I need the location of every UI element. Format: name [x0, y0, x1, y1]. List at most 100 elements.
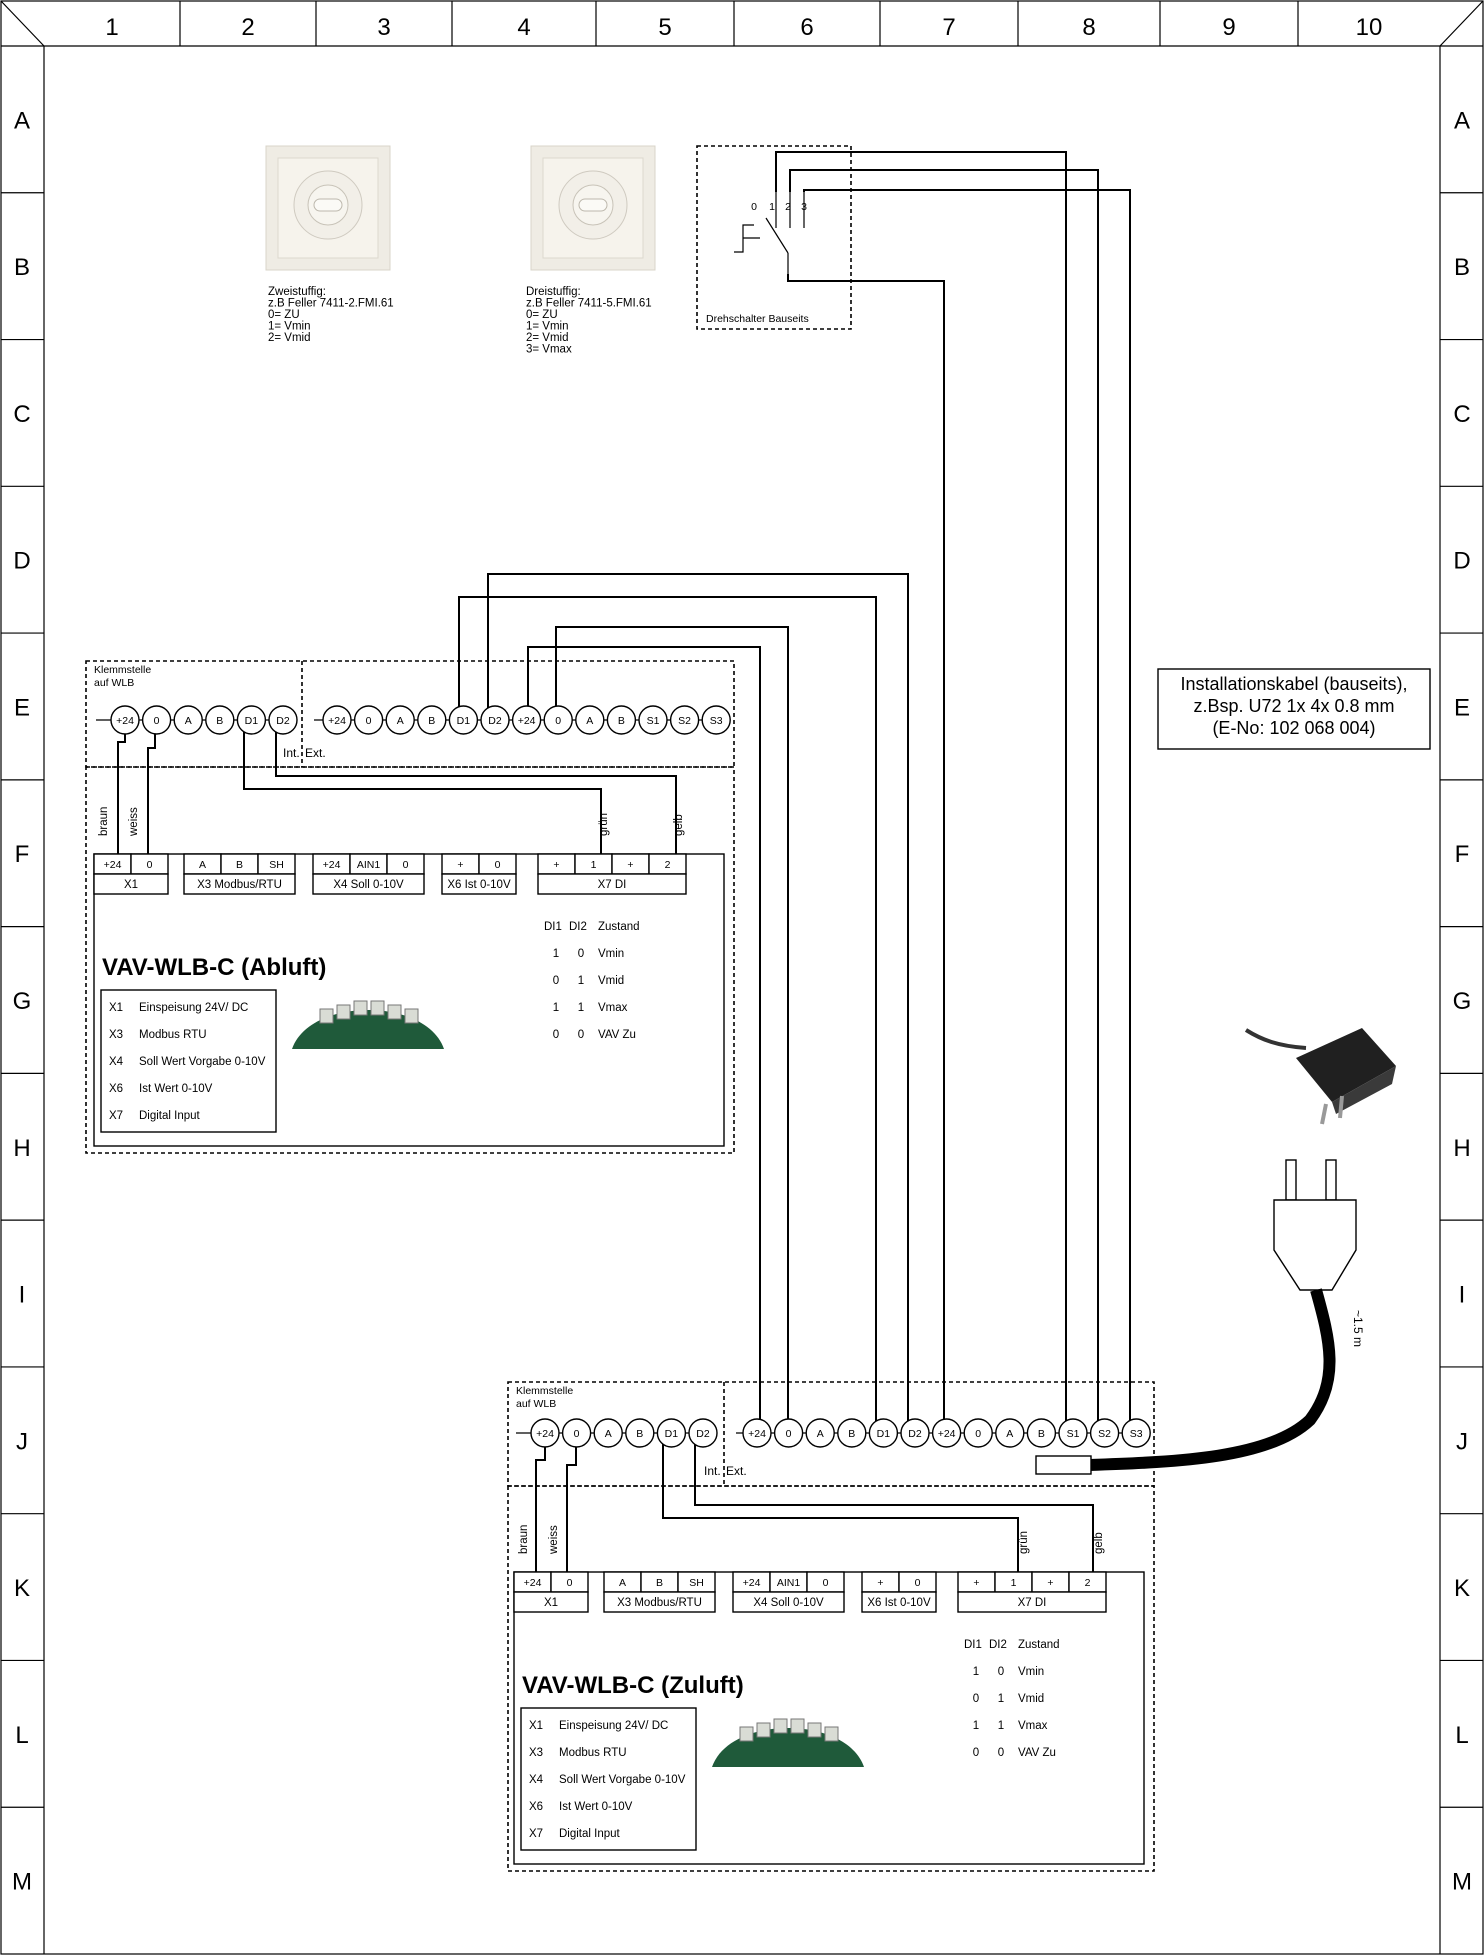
terminal-label: S2 [678, 715, 691, 727]
row-label: J [16, 1428, 28, 1455]
connector-name: X4 Soll 0-10V [753, 1597, 824, 1609]
description-line: z.B Feller 7411-2.FMI.61 [268, 298, 394, 310]
truth-table-cell: 0 [578, 948, 584, 960]
pcb-photo-connector [773, 1718, 788, 1734]
terminal-label: B [618, 715, 625, 727]
svg-text:Klemmstelle: Klemmstelle [94, 664, 151, 676]
connector-pin-label: +24 [743, 1577, 761, 1589]
terminal [385, 705, 415, 735]
truth-table-cell: 1 [553, 1002, 559, 1014]
row-label: E [14, 694, 30, 721]
row-label: L [1455, 1722, 1468, 1749]
truth-table-header: Zustand [598, 921, 640, 933]
terminal-label: D2 [488, 715, 502, 727]
terminal [511, 705, 542, 735]
terminal [322, 705, 352, 735]
connector-name-box [183, 873, 296, 895]
truth-table-cell: VAV Zu [598, 1029, 636, 1041]
truth-table-header: DI2 [989, 1639, 1007, 1651]
description-line: Dreistuffig: [526, 286, 581, 298]
row-label: D [13, 548, 30, 575]
terminal-label: A [397, 715, 404, 727]
row-label: F [1455, 841, 1470, 868]
legend-value: Ist Wert 0-10V [559, 1801, 633, 1813]
legend-value: Einspeisung 24V/ DC [139, 1002, 248, 1014]
terminal [141, 705, 172, 735]
legend-key: X1 [109, 1002, 123, 1014]
connector-pin-label: A [619, 1577, 626, 1589]
feller-switch-2-stage-image [265, 145, 391, 271]
truth-table-cell: Vmin [1018, 1666, 1044, 1678]
legend-box [520, 1707, 697, 1851]
switch-2-stage-description: Zweistuffig:z.B Feller 7411-2.FMI.610= Z… [268, 286, 394, 344]
row-label: I [1459, 1282, 1466, 1309]
truth-table-cell: 1 [998, 1720, 1004, 1732]
terminal-label: D2 [276, 715, 290, 727]
legend-value: Digital Input [139, 1110, 201, 1122]
row-label: E [1454, 694, 1470, 721]
installation-cable-note: Installationskabel (bauseits), z.Bsp. U7… [1157, 668, 1431, 750]
row-label: B [1454, 254, 1470, 281]
terminal [688, 1418, 718, 1448]
connector-name-box [93, 873, 169, 895]
terminal-label: +24 [116, 715, 134, 727]
wire-label-gruen: grün [598, 813, 610, 836]
legend-value: Digital Input [559, 1828, 621, 1840]
controller-title: VAV-WLB-C (Zuluft) [522, 1672, 744, 1699]
terminal [236, 705, 267, 735]
pcb-photo-connector [319, 1008, 334, 1024]
row-label: A [1454, 107, 1470, 134]
truth-table-header: DI2 [569, 921, 587, 933]
truth-table-header: Zustand [1018, 1639, 1060, 1651]
terminal [701, 705, 731, 735]
svg-text:auf WLB: auf WLB [516, 1398, 556, 1410]
legend-key: X7 [109, 1110, 123, 1122]
legend-key: X4 [529, 1774, 544, 1786]
pcb-photo-connector [807, 1722, 822, 1738]
terminal [268, 705, 298, 735]
description-line: 1= Vmin [268, 321, 311, 333]
terminal-label: S3 [710, 715, 723, 727]
terminal-label: 0 [555, 715, 561, 727]
row-label: M [1452, 1869, 1472, 1896]
connector-name-box [957, 1591, 1107, 1613]
connector-pin-label: + [973, 1577, 979, 1589]
connector-name: X3 Modbus/RTU [617, 1597, 702, 1609]
connector-name: X6 Ist 0-10V [447, 879, 511, 891]
connector-name: X1 [544, 1597, 558, 1609]
column-label: 8 [1082, 14, 1095, 41]
connector-pin-label: AIN1 [777, 1577, 801, 1589]
legend-key: X7 [529, 1828, 543, 1840]
truth-table-cell: 1 [973, 1666, 979, 1678]
description-line: 0= ZU [526, 309, 558, 321]
row-label: B [14, 254, 30, 281]
terminal [1089, 1418, 1120, 1448]
abluft-device-outline [85, 766, 735, 1154]
terminal [995, 1418, 1025, 1448]
description-line: 2= Vmid [268, 332, 311, 344]
svg-text:(E-No: 102 068 004): (E-No: 102 068 004) [1212, 718, 1375, 738]
terminal [448, 705, 479, 735]
truth-table-cell: 0 [553, 1029, 559, 1041]
connector-pin-label: 0 [147, 859, 153, 871]
svg-text:Int.: Int. [704, 1464, 721, 1478]
terminal [575, 705, 605, 735]
connector-name-box [513, 1591, 589, 1613]
connector-name-box [312, 873, 425, 895]
truth-table-cell: 0 [578, 1029, 584, 1041]
legend-key: X1 [529, 1720, 543, 1732]
svg-text:Installationskabel (bauseits),: Installationskabel (bauseits), [1180, 674, 1407, 694]
connector-pin-label: SH [269, 859, 284, 871]
row-label: G [13, 988, 32, 1015]
terminal-label: D2 [696, 1428, 710, 1440]
svg-text:Ext.: Ext. [305, 746, 326, 760]
connector-pin-label: 1 [1011, 1577, 1017, 1589]
row-label: K [1454, 1575, 1470, 1602]
wire-label-weiss: weiss [548, 1525, 560, 1555]
legend-key: X6 [109, 1083, 123, 1095]
terminal [638, 705, 668, 735]
connector-pin-label: 0 [823, 1577, 829, 1589]
